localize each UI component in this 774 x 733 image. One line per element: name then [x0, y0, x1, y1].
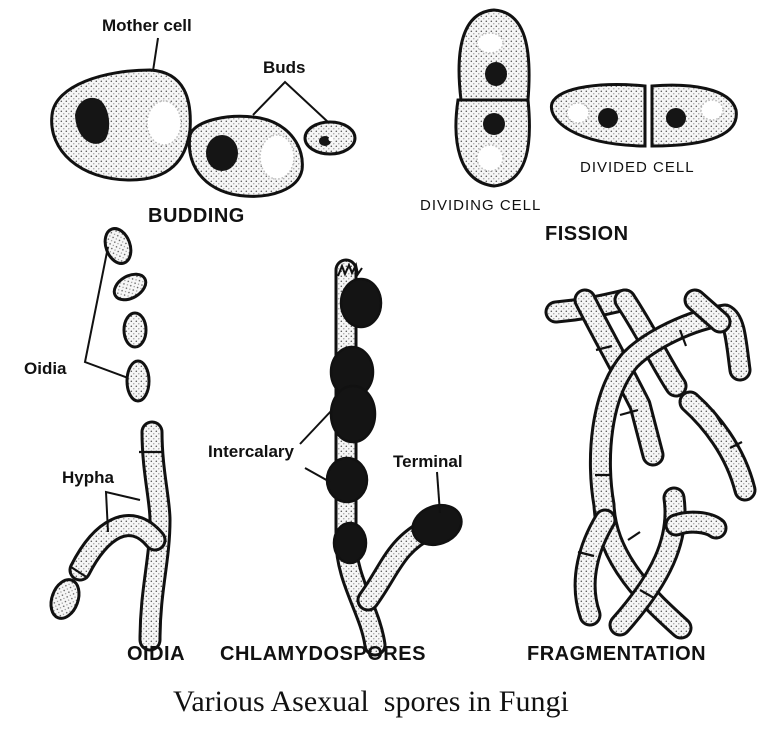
label-hypha: Hypha — [62, 468, 115, 487]
heading-fragmentation: FRAGMENTATION — [527, 643, 706, 665]
fission-panel: DIVIDING CELL DIVIDED CELL FISSION — [420, 8, 738, 245]
oidium — [112, 272, 148, 302]
oidia-panel: Oidia Hypha OIDIA — [24, 227, 185, 665]
figure-caption: Various Asexual spores in Fungi — [173, 685, 569, 718]
intercalary-leader — [299, 409, 333, 445]
label-mother-cell: Mother cell — [102, 16, 192, 35]
divided-cell — [549, 83, 738, 148]
label-dividing-cell: DIVIDING CELL — [420, 197, 541, 214]
buds-leader — [252, 80, 329, 123]
budding-panel: Mother cell Buds BUDDING — [50, 16, 357, 227]
heading-fission: FISSION — [545, 223, 629, 245]
mother-cell — [50, 68, 192, 182]
bud-large — [187, 114, 304, 198]
chlamydospore-intercalary — [325, 277, 383, 565]
label-divided-cell: DIVIDED CELL — [580, 159, 695, 176]
heading-budding: BUDDING — [148, 205, 245, 227]
hyphal-fragments — [544, 288, 757, 640]
label-oidia: Oidia — [24, 359, 67, 378]
heading-oidia: OIDIA — [127, 643, 185, 665]
fragmentation-panel: FRAGMENTATION — [527, 288, 757, 665]
label-intercalary: Intercalary — [208, 442, 295, 461]
oidium — [122, 311, 148, 349]
chlamydospore-terminal — [411, 503, 463, 547]
bud-small — [303, 120, 357, 156]
label-buds: Buds — [263, 58, 306, 77]
hypha — [68, 420, 172, 652]
label-terminal: Terminal — [393, 452, 463, 471]
dividing-cell — [454, 8, 531, 188]
hypha-torn-end — [337, 262, 363, 277]
terminal-leader — [436, 471, 441, 514]
oidia-leader — [83, 246, 129, 379]
heading-chlamydospores: CHLAMYDOSPORES — [220, 643, 426, 665]
hypha-leader — [104, 490, 141, 533]
mother-cell-leader — [152, 37, 159, 72]
intercalary-leader — [304, 467, 331, 483]
oidium — [125, 359, 151, 403]
chlamydospores-panel: Intercalary Terminal CHLAMYDOSPORES — [208, 258, 463, 665]
oidium — [49, 578, 81, 620]
